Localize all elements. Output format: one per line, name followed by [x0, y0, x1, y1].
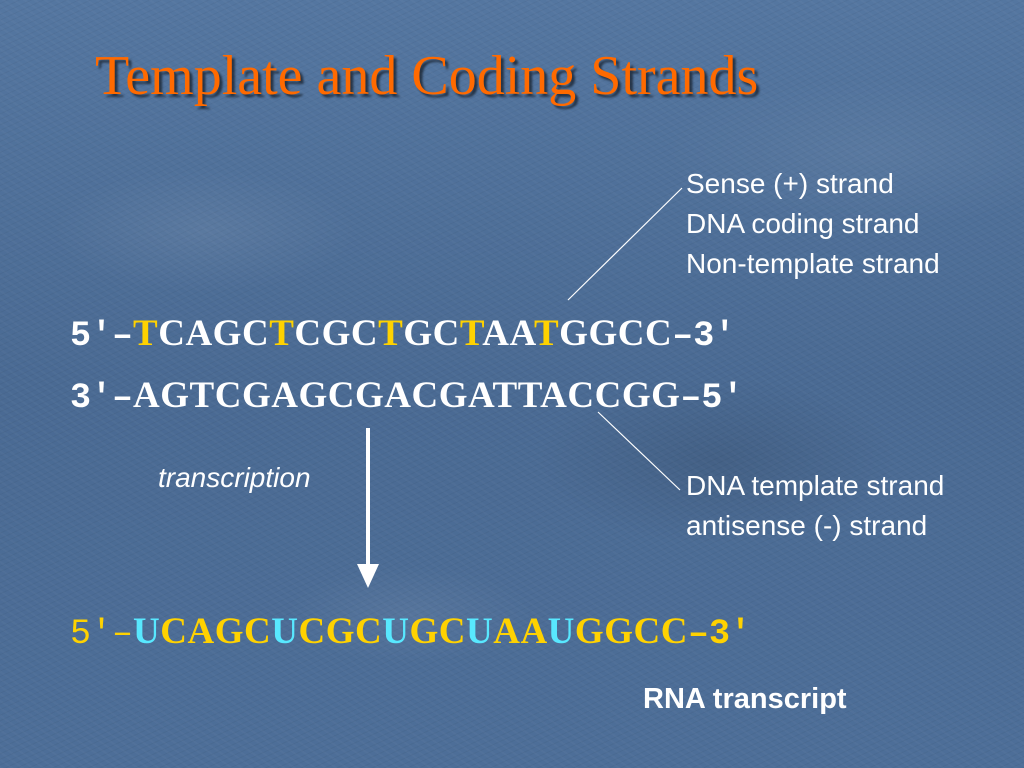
base-a: A [493, 611, 521, 652]
coding-strand-3prime: –3′ [672, 316, 736, 356]
base-c: C [633, 611, 661, 652]
base-g: G [604, 611, 634, 652]
base-c: C [617, 313, 645, 354]
base-g: G [621, 375, 652, 416]
base-a: A [271, 375, 299, 416]
base-g: G [298, 375, 328, 416]
base-c: C [594, 375, 622, 416]
rna-strand-5prime: 5′– [70, 614, 134, 654]
base-u: U [382, 611, 410, 652]
base-g: G [574, 611, 605, 652]
base-t: T [459, 313, 483, 354]
base-g: G [403, 313, 433, 354]
template-strand-bases: AGTCGAGCGACGATTACCGG [133, 375, 680, 416]
base-a: A [540, 375, 568, 416]
transcription-label: transcription [158, 462, 311, 493]
base-g: G [325, 611, 355, 652]
base-c: C [644, 313, 673, 354]
base-t: T [189, 375, 215, 416]
base-g: G [438, 375, 469, 416]
coding-strand-labels: Sense (+) strand DNA coding strand Non-t… [686, 164, 940, 284]
coding-strand-bases: TCAGCTCGCTGCTAATGGCC [133, 313, 672, 354]
base-c: C [411, 375, 439, 416]
base-a: A [187, 611, 215, 652]
base-g: G [588, 313, 618, 354]
coding-strand-5prime: 5′– [70, 316, 134, 356]
rna-strand-3prime: –3′ [687, 614, 751, 654]
base-g: G [212, 313, 242, 354]
base-c: C [214, 375, 242, 416]
base-c: C [158, 313, 186, 354]
base-t: T [378, 313, 404, 354]
base-c: C [438, 611, 466, 652]
base-g: G [214, 611, 244, 652]
base-g: G [559, 313, 589, 354]
base-g: G [354, 375, 385, 416]
base-g: G [160, 375, 190, 416]
base-t: T [533, 313, 560, 354]
base-a: A [509, 313, 534, 354]
rna-transcript-label: RNA transcript [643, 683, 847, 715]
template-strand-pointer-line [597, 411, 681, 491]
base-a: A [468, 375, 493, 416]
template-strand-3prime: 3′– [70, 378, 134, 418]
base-c: C [241, 313, 270, 354]
base-c: C [298, 611, 326, 652]
label-non-template-strand: Non-template strand [686, 248, 940, 279]
base-g: G [409, 611, 439, 652]
base-a: A [520, 611, 548, 652]
base-c: C [327, 375, 355, 416]
label-dna-template-strand: DNA template strand [686, 470, 945, 501]
base-c: C [350, 313, 379, 354]
coding-strand-sequence: 5′–TCAGCTCGCTGCTAATGGCC–3′ [70, 312, 735, 356]
base-u: U [465, 611, 494, 652]
label-antisense-strand: antisense (-) strand [686, 510, 928, 541]
base-g: G [321, 313, 351, 354]
base-c: C [160, 611, 188, 652]
label-sense-strand: Sense (+) strand [686, 168, 894, 199]
base-a: A [185, 313, 213, 354]
template-strand-5prime: –5′ [680, 378, 744, 418]
base-c: C [244, 611, 272, 652]
slide-title: Template and Coding Strands [95, 45, 759, 107]
coding-strand-pointer-line [567, 187, 683, 301]
base-c: C [432, 313, 460, 354]
base-u: U [547, 611, 575, 652]
rna-strand-bases: UCAGCUCGCUGCUAAUGGCC [133, 611, 688, 652]
template-strand-labels: DNA template strand antisense (-) strand [686, 466, 944, 546]
base-u: U [133, 611, 161, 652]
base-g: G [241, 375, 272, 416]
base-c: C [660, 611, 688, 652]
base-a: A [384, 375, 412, 416]
base-c: C [354, 611, 383, 652]
transcription-arrow-head-icon [357, 564, 379, 588]
base-g: G [651, 375, 681, 416]
base-t: T [517, 375, 541, 416]
rna-strand-sequence: 5′–UCAGCUCGCUGCUAAUGGCC–3′ [70, 610, 751, 654]
base-c: C [567, 375, 595, 416]
base-t: T [492, 375, 518, 416]
base-c: C [294, 313, 322, 354]
base-t: T [133, 313, 159, 354]
base-a: A [133, 375, 161, 416]
base-t: T [269, 313, 295, 354]
base-u: U [271, 611, 299, 652]
label-dna-coding-strand: DNA coding strand [686, 208, 920, 239]
base-a: A [482, 313, 510, 354]
template-strand-sequence: 3′–AGTCGAGCGACGATTACCGG–5′ [70, 374, 743, 418]
